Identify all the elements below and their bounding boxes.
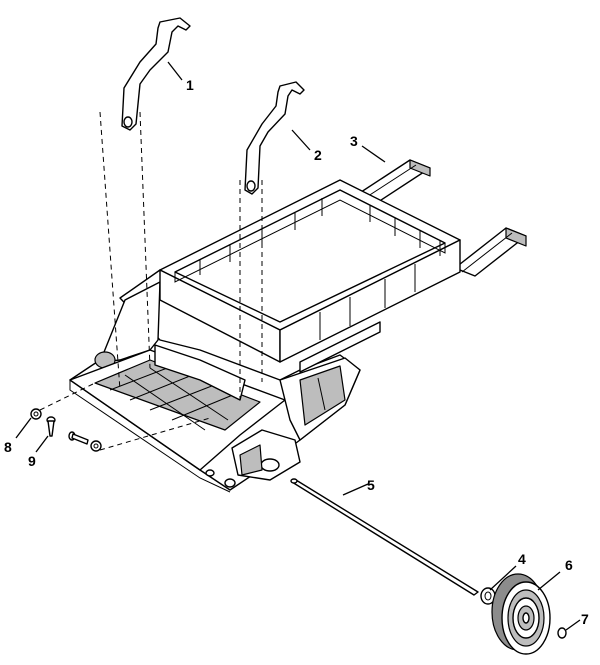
bracket-part-1 — [121, 17, 191, 131]
wheel-part-6 — [491, 573, 551, 655]
callout-9: 9 — [28, 453, 36, 469]
base-body — [69, 269, 361, 493]
callout-2: 2 — [314, 147, 322, 163]
clip-part-7 — [557, 627, 567, 639]
callout-6: 6 — [565, 557, 573, 573]
screw-part-9 — [46, 416, 89, 445]
callout-1: 1 — [186, 77, 194, 93]
assembly-lines — [39, 111, 263, 451]
washer-part-8 — [30, 408, 102, 452]
callout-5: 5 — [367, 477, 375, 493]
callout-8: 8 — [4, 439, 12, 455]
callout-7: 7 — [581, 611, 589, 627]
axle-part-5 — [290, 478, 479, 596]
callout-4: 4 — [518, 551, 526, 567]
rail-part-3 — [354, 159, 527, 277]
bracket-part-2 — [244, 81, 305, 195]
frame — [159, 179, 461, 373]
leader-lines — [15, 61, 581, 631]
callout-3: 3 — [350, 133, 358, 149]
